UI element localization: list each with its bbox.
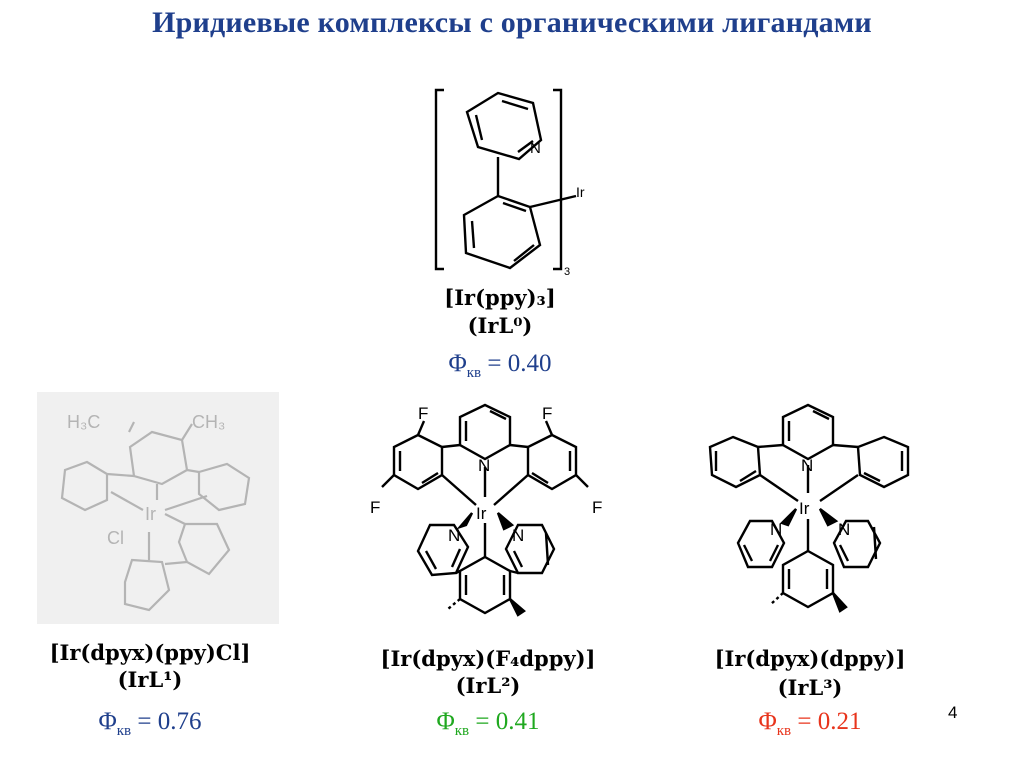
irl2-formula: [Ir(dpyx)(F₄dppy)] bbox=[380, 646, 596, 671]
irl3-ir-label: Ir bbox=[799, 499, 810, 518]
irl1-structure: H₃C CH₃ Ir Cl bbox=[60, 412, 251, 612]
irl2-n-left-label: N bbox=[448, 526, 460, 545]
irl3-n-right-label: N bbox=[838, 520, 850, 539]
irl3-n-left-label: N bbox=[770, 520, 782, 539]
irl2-quantum-yield: Φкв = 0.41 bbox=[436, 708, 540, 739]
page-number: 4 bbox=[948, 703, 958, 722]
irl0-ir-label: Ir bbox=[576, 184, 585, 200]
irl2-f-bottom-right-label: F bbox=[592, 498, 602, 517]
irl2-ir-label: Ir bbox=[476, 504, 487, 523]
irl2-f-bottom-left-label: F bbox=[370, 498, 380, 517]
irl1-ir-label: Ir bbox=[145, 504, 156, 524]
irl3-code: (IrL³) bbox=[777, 675, 843, 700]
irl0-n-label: N bbox=[530, 140, 541, 157]
irl3-n-center-label: N bbox=[801, 456, 813, 475]
irl1-structure-background bbox=[37, 392, 279, 624]
irl1-quantum-yield: Φкв = 0.76 bbox=[98, 708, 202, 739]
irl2-f-top-right-label: F bbox=[542, 404, 552, 423]
irl3-quantum-yield: Φкв = 0.21 bbox=[758, 708, 862, 739]
irl3-formula: [Ir(dpyx)(dppy)] bbox=[714, 646, 906, 671]
irl2-n-right-label: N bbox=[512, 526, 524, 545]
irl0-subscript-3: 3 bbox=[564, 266, 570, 278]
irl2-f-top-left-label: F bbox=[418, 404, 428, 423]
irl1-formula: [Ir(dpyx)(ppy)Cl] bbox=[49, 640, 251, 665]
irl1-ch3-label: CH₃ bbox=[192, 412, 225, 432]
irl1-cl-label: Cl bbox=[107, 528, 124, 548]
irl0-code: (IrL⁰) bbox=[467, 313, 533, 338]
irl0-quantum-yield: Φкв = 0.40 bbox=[448, 350, 552, 381]
slide-title: Иридиевые комплексы с органическими лига… bbox=[152, 6, 872, 39]
irl0-formula: [Ir(ppy)₃] bbox=[444, 285, 556, 310]
irl2-structure: N Ir N N F F F F bbox=[370, 403, 602, 617]
irl2-n-center-label: N bbox=[478, 456, 490, 475]
irl1-code: (IrL¹) bbox=[117, 667, 183, 692]
irl3-structure: N Ir N N bbox=[708, 403, 910, 613]
irl1-h3c-label: H₃C bbox=[67, 412, 100, 432]
irl0-structure: N Ir 3 bbox=[434, 88, 585, 278]
irl2-code: (IrL²) bbox=[455, 673, 521, 698]
